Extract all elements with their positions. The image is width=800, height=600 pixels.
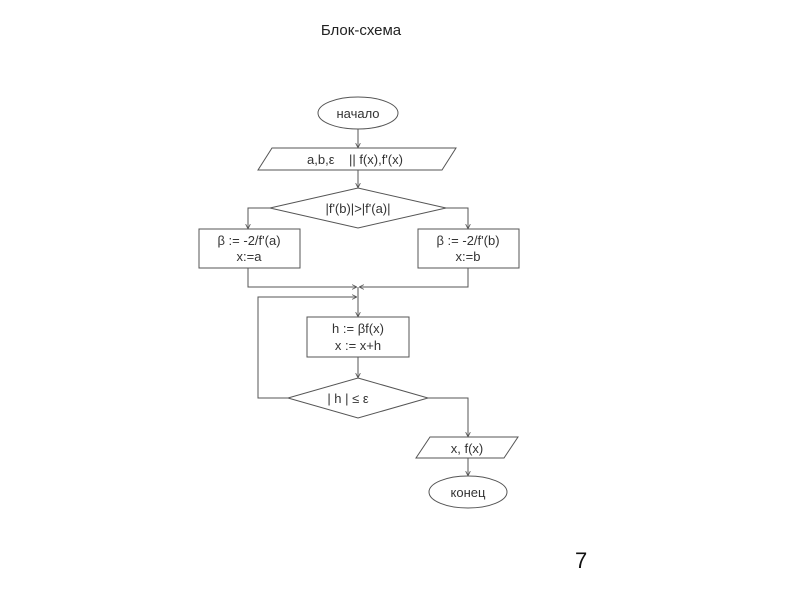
start-node: начало <box>317 96 399 130</box>
input-label: a,b,ε || f(x),f'(x) <box>307 152 403 167</box>
process-line1: h := βf(x) <box>332 321 384 336</box>
input-node: a,b,ε || f(x),f'(x) <box>257 147 457 171</box>
process-line2: x := x+h <box>335 338 381 353</box>
end-label: конец <box>451 485 486 500</box>
edge-decision1-right <box>446 207 468 228</box>
output-label: x, f(x) <box>451 441 484 456</box>
branch-right-line1: β := -2/f'(b) <box>436 233 499 248</box>
page-number: 7 <box>575 548 588 573</box>
process-node: h := βf(x) x := x+h <box>306 316 410 358</box>
end-node: конец <box>428 475 508 509</box>
edge-right-merge <box>360 268 469 287</box>
page-title: Блок-схема <box>320 22 402 39</box>
decision2-node: | h | ≤ ε <box>286 377 430 419</box>
decision2-label: | h | ≤ ε <box>327 391 369 406</box>
branch-left-node: β := -2/f'(a) x:=a <box>198 228 301 269</box>
edge-decision1-left <box>248 207 270 228</box>
output-node: x, f(x) <box>415 436 519 459</box>
branch-right-node: β := -2/f'(b) x:=b <box>417 228 520 269</box>
decision1-node: |f'(b)|>|f'(a)| <box>269 187 447 229</box>
edge-decision2-output <box>428 397 468 436</box>
branch-right-line2: x:=b <box>456 249 481 264</box>
decision1-label: |f'(b)|>|f'(a)| <box>325 201 390 216</box>
edge-decision2-loop <box>257 297 356 399</box>
start-label: начало <box>336 106 379 121</box>
edge-left-merge <box>247 268 356 287</box>
branch-left-line2: x:=a <box>237 249 263 264</box>
branch-left-line1: β := -2/f'(a) <box>217 233 280 248</box>
